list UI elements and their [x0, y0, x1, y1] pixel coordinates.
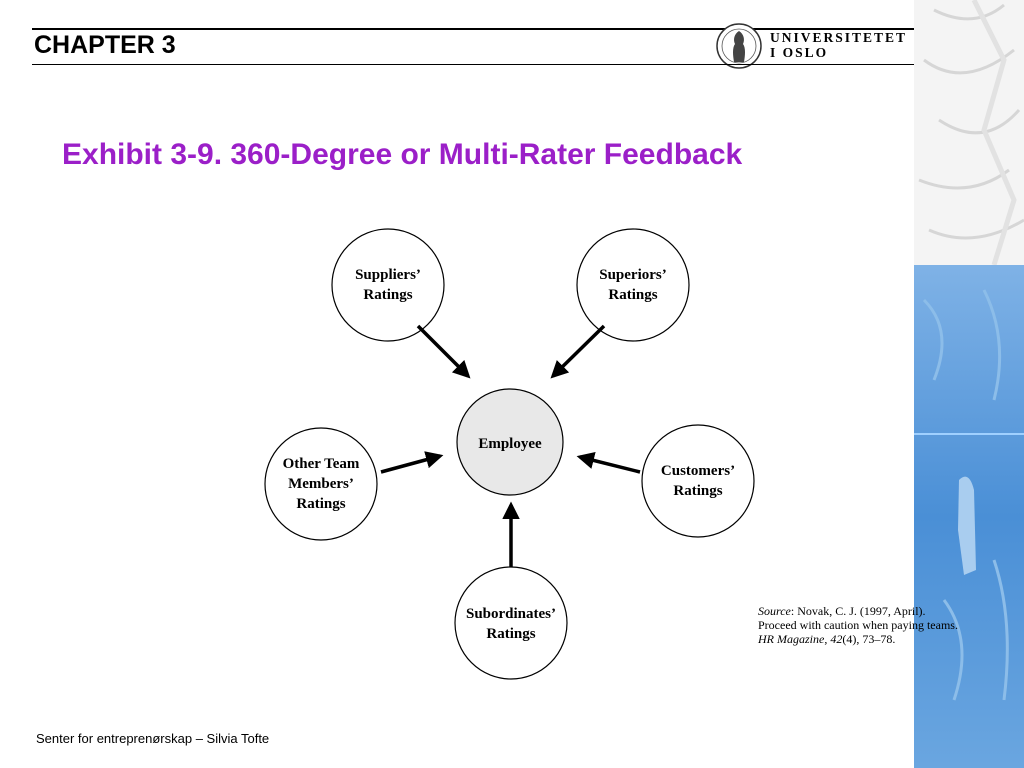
employee-node — [456, 388, 564, 496]
suppliers-node — [331, 228, 445, 342]
arrow-superiors — [550, 324, 606, 379]
source-citation: Source: Novak, C. J. (1997, April). Proc… — [758, 604, 958, 646]
source-journal: HR Magazine — [758, 632, 825, 646]
arrow-customers — [576, 451, 641, 474]
arrow-other-team — [380, 451, 444, 474]
superiors-line-1: Superiors’ — [599, 267, 667, 283]
customers-line-2: Ratings — [673, 483, 723, 499]
arrow-suppliers — [416, 324, 471, 379]
source-separator: , — [824, 632, 831, 646]
source-volume: 42 — [830, 632, 843, 646]
university-logo — [716, 23, 762, 69]
customers-node — [641, 424, 755, 538]
other-team-line-1: Other Team — [282, 456, 360, 472]
other-team-label: Other Team Members’ Ratings — [283, 454, 360, 514]
chapter-heading: CHAPTER 3 — [34, 31, 176, 59]
header-rule-top — [32, 28, 986, 30]
other-team-node — [264, 427, 378, 541]
source-text: : Novak, C. J. (1997, April). Proceed wi… — [758, 604, 958, 632]
header-rule-bottom — [32, 64, 986, 65]
other-team-line-3: Ratings — [296, 496, 346, 512]
superiors-label: Superiors’ Ratings — [599, 265, 667, 305]
suppliers-label: Suppliers’ Ratings — [355, 265, 421, 305]
suppliers-line-1: Suppliers’ — [355, 267, 421, 283]
decorative-sculpture-strip — [914, 0, 1024, 768]
customers-label: Customers’ Ratings — [661, 461, 735, 501]
subordinates-line-2: Ratings — [486, 626, 536, 642]
superiors-node — [576, 228, 690, 342]
university-name: UNIVERSITETET I OSLO — [770, 30, 907, 60]
source-pages: (4), 73–78. — [842, 632, 896, 646]
superiors-line-2: Ratings — [608, 287, 658, 303]
footer-credit: Senter for entreprenørskap – Silvia Toft… — [36, 731, 270, 746]
source-label: Source — [758, 604, 791, 618]
subordinates-label: Subordinates’ Ratings — [466, 604, 556, 644]
suppliers-line-2: Ratings — [363, 287, 413, 303]
employee-label: Employee — [478, 436, 542, 452]
feedback-diagram — [264, 228, 755, 680]
customers-line-1: Customers’ — [660, 463, 736, 479]
exhibit-title: Exhibit 3-9. 360-Degree or Multi-Rater F… — [62, 138, 743, 171]
logo-line-1: UNIVERSITETET — [770, 30, 908, 45]
other-team-line-2: Members’ — [288, 476, 354, 492]
logo-line-2: I OSLO — [770, 45, 829, 60]
subordinates-line-1: Subordinates’ — [465, 606, 557, 622]
